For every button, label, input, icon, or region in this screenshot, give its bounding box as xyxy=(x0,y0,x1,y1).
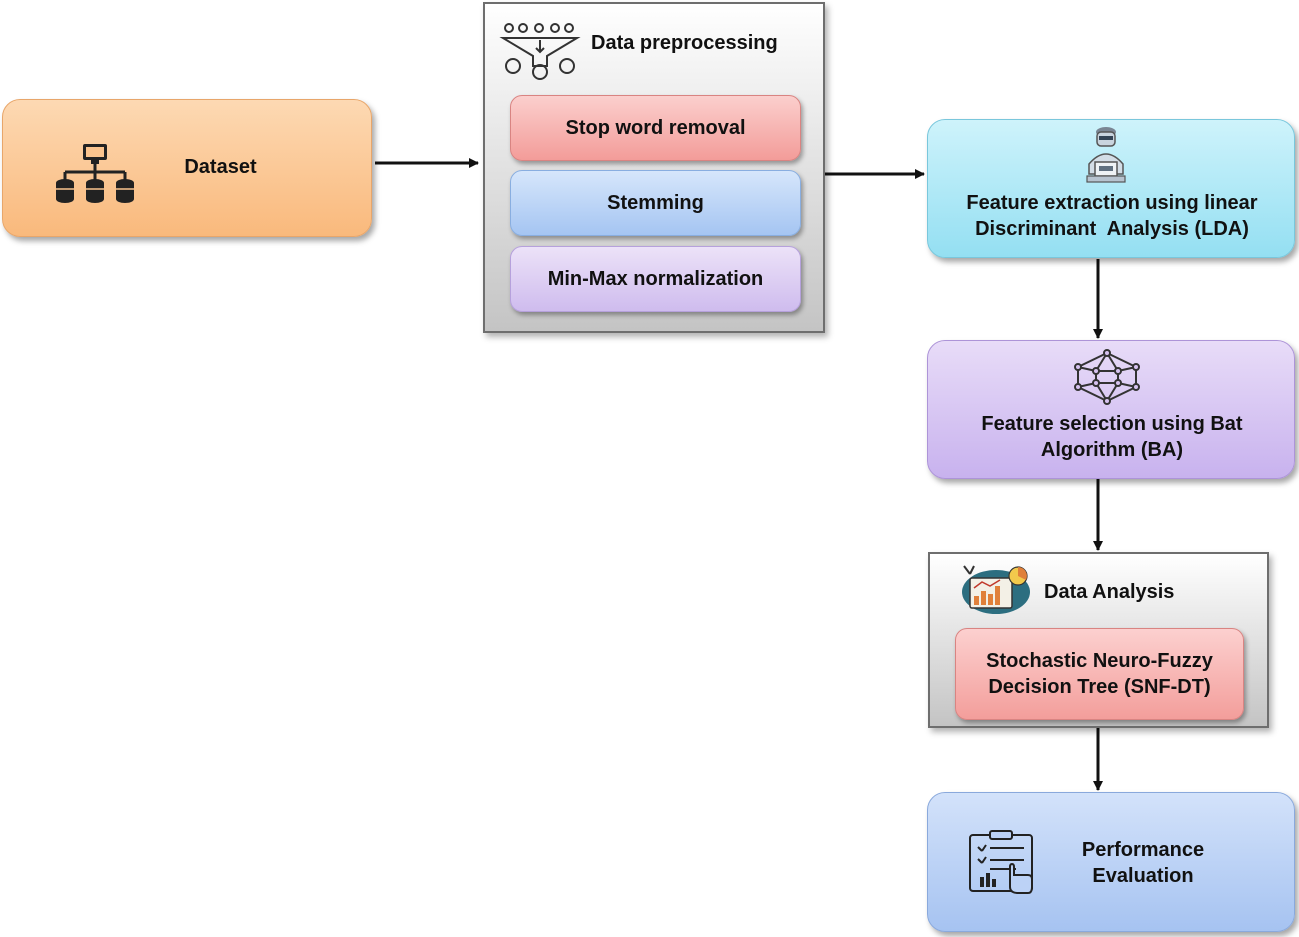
feature-selection-line1: Feature selection using Bat xyxy=(981,413,1243,435)
scientist-icon xyxy=(1086,127,1126,183)
snf-dt-model: Stochastic Neuro-Fuzzy Decision Tree (SN… xyxy=(955,628,1244,720)
snf-dt-line2: Decision Tree (SNF-DT) xyxy=(988,676,1211,698)
snf-dt-line1: Stochastic Neuro-Fuzzy xyxy=(986,650,1213,672)
feature-extraction-line1: Feature extraction using linear xyxy=(966,192,1258,214)
dataset-label: Dataset xyxy=(184,156,257,178)
preprocessing-panel: Data preprocessing Stop word removal Ste… xyxy=(483,2,825,333)
step-min-max-normalization: Min-Max normalization xyxy=(510,246,801,312)
database-network-icon xyxy=(56,144,134,203)
data-analysis-panel: Data Analysis Stochastic Neuro-Fuzzy Dec… xyxy=(928,552,1269,728)
dataset-node: Dataset xyxy=(2,99,372,237)
clipboard-report-icon xyxy=(969,830,1033,894)
network-graph-icon xyxy=(1074,349,1140,405)
feature-extraction-node: Feature extraction using linear Discrimi… xyxy=(927,119,1295,258)
feature-selection-node: Feature selection using Bat Algorithm (B… xyxy=(927,340,1295,479)
performance-evaluation-node: Performance Evaluation xyxy=(927,792,1295,932)
analytics-dashboard-icon xyxy=(962,565,1030,614)
step-stemming: Stemming xyxy=(510,170,801,236)
performance-evaluation-line1: Performance xyxy=(1081,839,1205,861)
feature-extraction-line2: Discriminant Analysis (LDA) xyxy=(975,218,1249,240)
feature-selection-line2: Algorithm (BA) xyxy=(1040,439,1184,461)
step-stop-word-removal: Stop word removal xyxy=(510,95,801,161)
preprocessing-title: Data preprocessing xyxy=(591,32,778,54)
data-filter-funnel-icon xyxy=(499,23,581,80)
data-analysis-title: Data Analysis xyxy=(1044,581,1175,603)
performance-evaluation-line2: Evaluation xyxy=(1092,865,1194,887)
